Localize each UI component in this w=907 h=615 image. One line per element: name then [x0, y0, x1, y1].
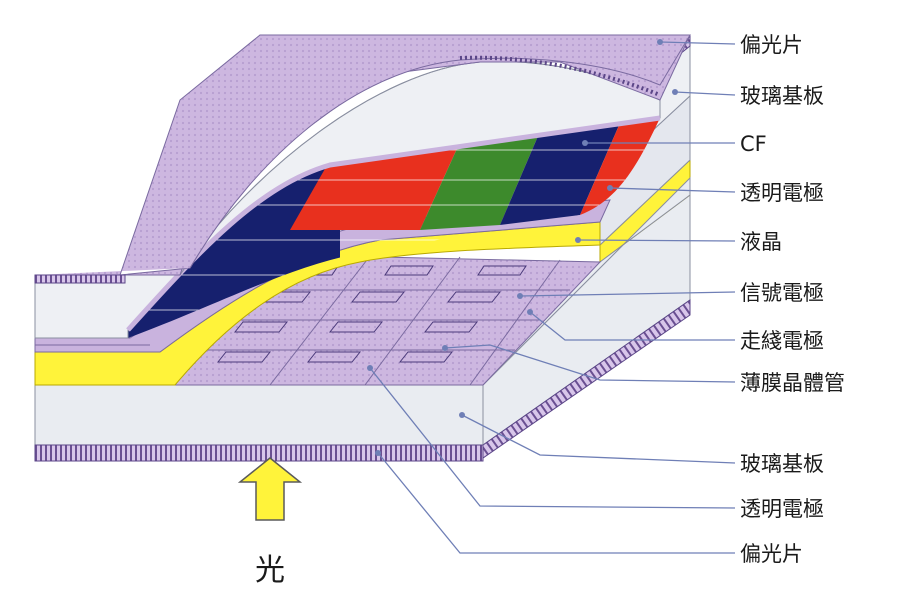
callout-lines	[367, 39, 736, 554]
label-scan-electrode: 走綫電極	[740, 329, 824, 353]
tft-pixel	[233, 321, 289, 333]
tft-pixel	[350, 291, 406, 303]
label-signal-electrode: 信號電極	[740, 281, 824, 305]
polarizer-top	[35, 34, 691, 276]
label-polarizer-bottom: 偏光片	[740, 542, 803, 566]
tft-pixel	[423, 321, 479, 333]
label-glass-top: 玻璃基板	[740, 84, 824, 108]
label-common-electrode: 透明電極	[740, 181, 824, 205]
label-color-filter: CF	[740, 132, 767, 156]
tft-pixel	[328, 321, 384, 333]
tft-pixel	[216, 351, 272, 363]
tft-pixel	[384, 265, 434, 276]
glass-bottom-front	[34, 384, 484, 446]
label-polarizer-top: 偏光片	[740, 33, 803, 57]
label-pixel-electrode: 透明電極	[740, 497, 824, 521]
label-glass-bottom: 玻璃基板	[740, 452, 824, 476]
label-liquid-crystal: 液晶	[740, 230, 782, 254]
cf-blue-cell	[500, 118, 630, 225]
label-tft: 薄膜晶體管	[740, 371, 845, 395]
tft-pixel	[306, 351, 362, 363]
tft-pixel	[446, 291, 502, 303]
light-label: 光	[255, 553, 285, 588]
polarizer-bottom-front	[34, 444, 484, 462]
tft-pixel	[477, 265, 527, 276]
tft-grid	[190, 255, 570, 386]
up-arrow-icon	[237, 457, 303, 521]
tft-pixel	[398, 351, 454, 363]
polarizer-top-front-edge	[34, 274, 126, 284]
layer-labels: 偏光片 玻璃基板 CF 透明電極 液晶 信號電極 走綫電極 薄膜晶體管 玻璃基板…	[740, 33, 845, 566]
